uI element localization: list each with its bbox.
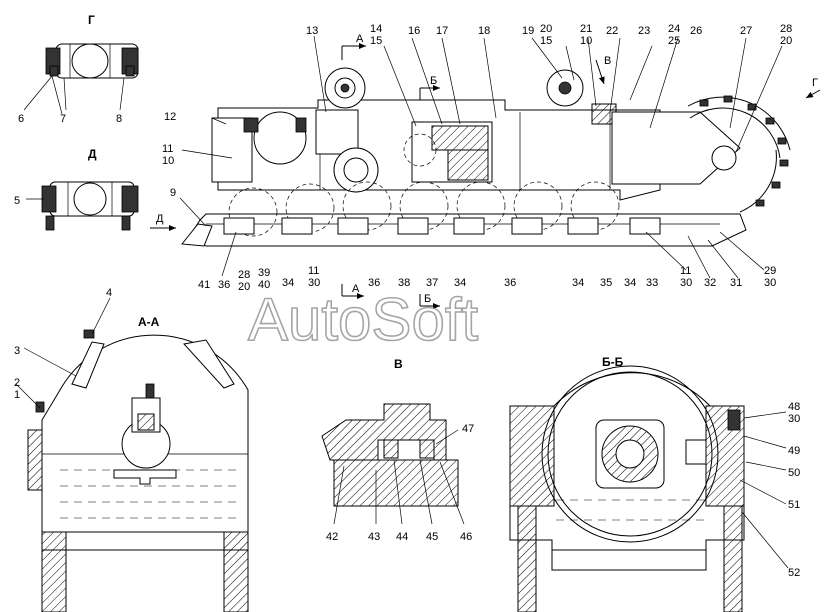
callout-36-a: 36 xyxy=(218,279,230,291)
callout-19: 19 xyxy=(522,25,534,37)
callout-28-a: 28 xyxy=(780,23,792,35)
callout-5: 5 xyxy=(14,195,20,207)
callout-34-b: 34 xyxy=(454,277,466,289)
callout-17: 17 xyxy=(436,25,448,37)
callout-10-b: 10 xyxy=(580,35,592,47)
callout-48: 48 xyxy=(788,401,800,413)
callout-37: 37 xyxy=(426,277,438,289)
callout-27: 27 xyxy=(740,25,752,37)
leader-lines xyxy=(51,35,783,279)
marker-v: В xyxy=(604,55,611,67)
callout-11-b: 11 xyxy=(308,265,319,277)
callout-20-c: 20 xyxy=(238,281,250,293)
callouts: 6 7 8 5 12 11 10 9 13 14 15 16 17 18 19 … xyxy=(14,23,800,579)
callout-14: 14 xyxy=(370,23,382,35)
callout-34-c: 34 xyxy=(572,277,584,289)
callout-44: 44 xyxy=(396,531,408,543)
callout-1: 1 xyxy=(14,389,20,401)
view-d-roller xyxy=(26,181,139,231)
marker-d: Д xyxy=(156,213,164,225)
callout-20-b: 20 xyxy=(780,35,792,47)
callout-6: 6 xyxy=(18,113,24,125)
callout-34-d: 34 xyxy=(624,277,636,289)
callout-11-c: 11 xyxy=(680,265,691,277)
callout-23: 23 xyxy=(638,25,650,37)
view-header-g: Г xyxy=(88,13,95,27)
callout-28-b: 28 xyxy=(238,269,250,281)
view-header-v: В xyxy=(394,357,403,371)
view-header-d: Д xyxy=(88,147,97,161)
callout-8: 8 xyxy=(116,113,122,125)
callout-4: 4 xyxy=(106,287,112,299)
callout-9: 9 xyxy=(170,187,176,199)
callout-52: 52 xyxy=(788,567,800,579)
callout-43: 43 xyxy=(368,531,380,543)
view-g-roller xyxy=(23,43,139,111)
callout-30-a: 30 xyxy=(308,277,320,289)
main-side-view xyxy=(150,43,821,309)
callout-12: 12 xyxy=(164,111,176,123)
callout-10-a: 10 xyxy=(162,155,174,167)
callout-38: 38 xyxy=(398,277,410,289)
callout-51: 51 xyxy=(788,499,800,511)
callout-16: 16 xyxy=(408,25,420,37)
callout-47: 47 xyxy=(462,423,474,435)
callout-20-a: 20 xyxy=(540,23,552,35)
marker-g: Г xyxy=(812,77,818,89)
callout-21: 21 xyxy=(580,23,592,35)
callout-15-a: 15 xyxy=(370,35,382,47)
callout-3: 3 xyxy=(14,345,20,357)
marker-a-top: А xyxy=(356,33,364,45)
callout-30-d: 30 xyxy=(788,413,800,425)
watermark-text: AutoSoft xyxy=(248,286,478,353)
callout-36-c: 36 xyxy=(504,277,516,289)
callout-35: 35 xyxy=(600,277,612,289)
callout-22: 22 xyxy=(606,25,618,37)
callout-2: 2 xyxy=(14,377,20,389)
callout-24: 24 xyxy=(668,23,680,35)
callout-42: 42 xyxy=(326,531,338,543)
callout-39: 39 xyxy=(258,267,270,279)
callout-25: 25 xyxy=(668,35,680,47)
detail-v xyxy=(321,403,465,525)
callout-36-b: 36 xyxy=(368,277,380,289)
callout-11-a: 11 xyxy=(162,143,173,155)
view-header-bb: Б-Б xyxy=(602,355,624,369)
callout-49: 49 xyxy=(788,445,800,457)
callout-31: 31 xyxy=(730,277,742,289)
callout-13: 13 xyxy=(306,25,318,37)
callout-32: 32 xyxy=(704,277,716,289)
section-b-b xyxy=(509,365,789,612)
callout-30-c: 30 xyxy=(764,277,776,289)
section-a-a xyxy=(15,297,249,612)
marker-a-bottom: А xyxy=(352,283,360,295)
callout-45: 45 xyxy=(426,531,438,543)
marker-b-bottom: Б xyxy=(424,293,431,305)
sprocket-teeth xyxy=(699,95,789,207)
track-shoes xyxy=(223,217,661,235)
callout-15-b: 15 xyxy=(540,35,552,47)
callout-41: 41 xyxy=(198,279,210,291)
callout-33: 33 xyxy=(646,277,658,289)
callout-18: 18 xyxy=(478,25,490,37)
view-header-aa: А-А xyxy=(138,315,160,329)
callout-26: 26 xyxy=(690,25,702,37)
callout-30-b: 30 xyxy=(680,277,692,289)
callout-34-a: 34 xyxy=(282,277,294,289)
callout-29: 29 xyxy=(764,265,776,277)
callout-50: 50 xyxy=(788,467,800,479)
marker-b-top: Б xyxy=(430,75,437,87)
callout-46: 46 xyxy=(460,531,472,543)
callout-40: 40 xyxy=(258,279,270,291)
callout-7: 7 xyxy=(60,113,66,125)
